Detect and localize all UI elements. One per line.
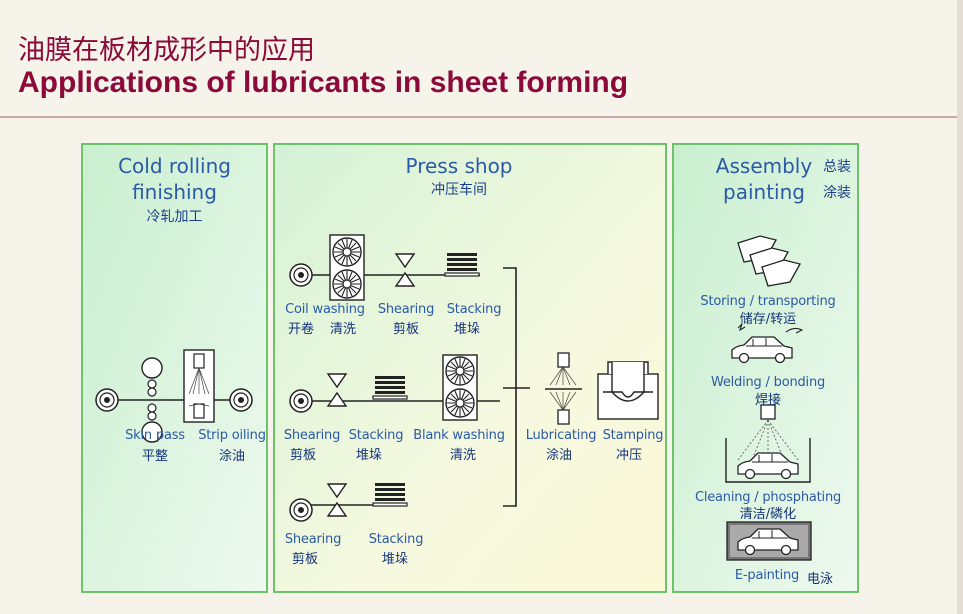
coil-washing-label-cn1: 开卷 (287, 322, 314, 337)
stacking-label-row2: Stacking (348, 428, 404, 443)
e-painting-label-cn: 电泳 (806, 572, 833, 587)
shearing-label-row2-cn: 剪板 (289, 448, 316, 463)
stamping-label: Stamping (602, 428, 664, 443)
stacking-label-row2-cn: 堆垛 (355, 448, 382, 463)
slide-header: 油膜在板材成形中的应用 Applications of lubricants i… (0, 0, 963, 118)
skin-pass-label-cn: 平整 (141, 449, 168, 464)
shearing-label-row3: Shearing (284, 532, 342, 547)
cleaning-phosphating-label-cn: 清洁/磷化 (739, 507, 797, 522)
assembly-title-line1: Assembly (715, 154, 813, 178)
lubricating-diagram (545, 352, 582, 425)
stamping-label-cn: 冲压 (615, 448, 642, 463)
stacking-label-row1-cn: 堆垛 (453, 322, 480, 337)
title-english: Applications of lubricants in sheet form… (18, 66, 629, 99)
welding-bonding-label-cn: 焊接 (754, 393, 781, 408)
panel-cold-rolling (81, 143, 268, 593)
strip-oiling-label: Strip oiling (198, 428, 266, 443)
welding-bonding-label: Welding / bonding (710, 375, 826, 390)
coil-washing-label-cn2: 清洗 (329, 322, 356, 337)
assembly-subtitle-1: 总装 (823, 159, 851, 175)
shearing-label-row2: Shearing (283, 428, 341, 443)
panel-assembly (672, 143, 859, 593)
storing-transporting-icon (737, 235, 801, 287)
cold-title-line1: Cold rolling (118, 154, 231, 178)
cleaning-phosphating-icon (725, 404, 811, 483)
shearing-label-row1: Shearing (377, 302, 435, 317)
skin-pass-label: Skin pass (125, 428, 185, 443)
shearing-label-row1-cn: 剪板 (392, 322, 419, 337)
lubricating-label-cn: 涂油 (545, 448, 572, 463)
press-row2-diagram (289, 354, 500, 421)
right-edge-strip (957, 0, 963, 614)
lubricating-label: Lubricating (525, 428, 597, 443)
title-chinese: 油膜在板材成形中的应用 (18, 35, 315, 66)
stacking-label-row1: Stacking (446, 302, 502, 317)
e-painting-icon (726, 521, 812, 561)
header-divider (0, 116, 963, 118)
cold-rolling-line-diagram (95, 349, 253, 443)
storing-transporting-label: Storing / transporting (700, 294, 836, 309)
stacking-label-row3-cn: 堆垛 (381, 552, 408, 567)
press-row1-diagram (289, 234, 480, 301)
press-row3-diagram (289, 482, 408, 522)
blank-washing-label-cn: 清洗 (449, 448, 476, 463)
blank-washing-label: Blank washing (413, 428, 505, 443)
press-subtitle: 冲压车间 (431, 182, 487, 198)
cleaning-phosphating-label: Cleaning / phosphating (694, 490, 842, 505)
coil-washing-label: Coil washing (285, 302, 365, 317)
stacking-label-row3: Stacking (368, 532, 424, 547)
welding-car-icon (731, 323, 804, 364)
assembly-subtitle-2: 涂装 (823, 185, 851, 201)
shearing-label-row3-cn: 剪板 (291, 552, 318, 567)
press-merge-bracket (503, 267, 530, 507)
press-title: Press shop (405, 154, 513, 178)
assembly-title-line2: painting (723, 180, 805, 204)
stamping-diagram (597, 361, 659, 420)
storing-transporting-label-cn: 储存/转运 (739, 312, 797, 327)
e-painting-label: E-painting (734, 568, 800, 583)
strip-oiling-label-cn: 涂油 (218, 449, 245, 464)
cold-subtitle: 冷轧加工 (146, 209, 203, 225)
cold-title-line2: finishing (132, 180, 217, 204)
